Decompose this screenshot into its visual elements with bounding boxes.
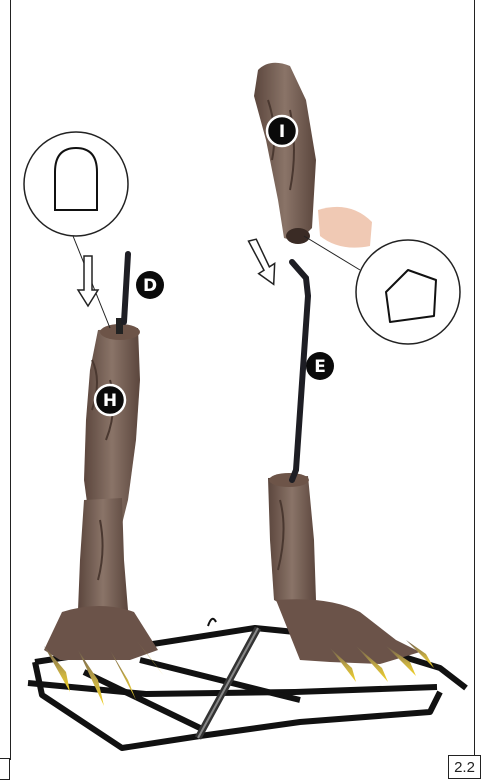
callout-left xyxy=(24,132,128,328)
page-number: 2.2 xyxy=(448,755,481,779)
svg-text:D: D xyxy=(143,276,157,296)
right-leg xyxy=(268,473,434,682)
down-arrow-icon xyxy=(78,256,98,306)
label-e: E xyxy=(306,352,334,380)
down-arrow-icon xyxy=(248,236,279,287)
svg-text:H: H xyxy=(103,391,117,411)
svg-text:I: I xyxy=(279,122,285,142)
upper-leg-i xyxy=(254,63,372,248)
callout-right xyxy=(304,236,460,344)
label-d: D xyxy=(136,271,164,299)
rod-e xyxy=(292,262,308,480)
label-i: I xyxy=(267,116,297,146)
svg-text:E: E xyxy=(314,357,326,377)
left-leg xyxy=(44,318,164,706)
rod-d xyxy=(124,254,128,322)
label-h: H xyxy=(95,385,125,415)
